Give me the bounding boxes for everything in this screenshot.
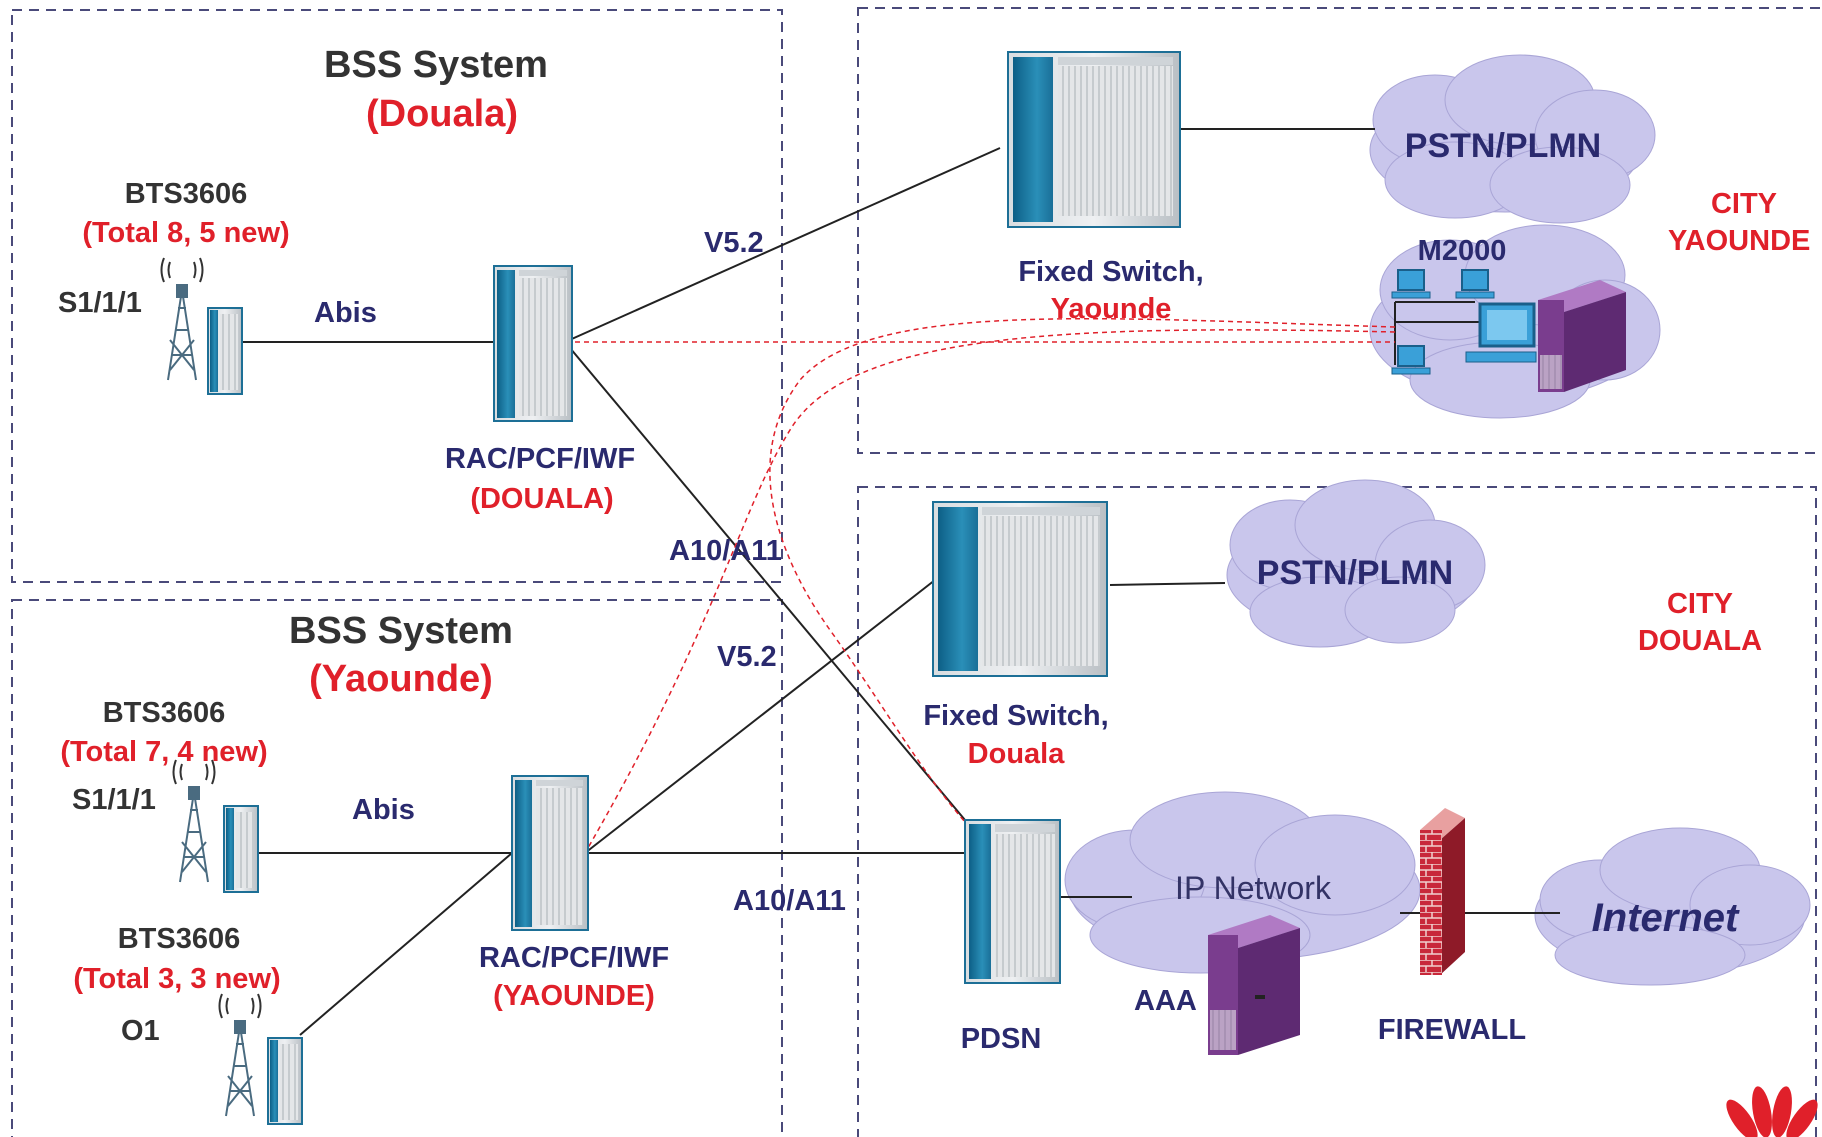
aaa-label: AAA xyxy=(1134,985,1197,1017)
workstation-icon xyxy=(1391,269,1431,299)
fixed-switch-yaounde-city: Yaounde xyxy=(1050,293,1172,325)
internet-label: Internet xyxy=(1591,896,1739,940)
rac-yaounde-city: (YAOUNDE) xyxy=(493,980,655,1012)
fixed-switch-yaounde-name: Fixed Switch, xyxy=(1018,256,1204,288)
fixed-switch-douala-name: Fixed Switch, xyxy=(923,700,1109,732)
m2000-label: M2000 xyxy=(1417,235,1507,267)
pdsn-label: PDSN xyxy=(960,1023,1042,1055)
workstation-icon xyxy=(1465,302,1537,363)
bts-yaounde-1-name: BTS3606 xyxy=(102,697,226,729)
region-city-yaounde xyxy=(857,7,1822,454)
bts-yaounde-1-total: (Total 7, 4 new) xyxy=(60,736,268,768)
antenna-tower-icon xyxy=(160,257,204,381)
rac-douala-name: RAC/PCF/IWF xyxy=(444,443,636,475)
bts-yaounde-2-name: BTS3606 xyxy=(117,923,241,955)
rac-yaounde-name: RAC/PCF/IWF xyxy=(478,942,670,974)
bts-cabinet-yaounde-1 xyxy=(223,805,259,893)
antenna-tower-icon xyxy=(218,993,262,1117)
rac-douala-city: (DOUALA) xyxy=(470,483,614,515)
red-dashed-links xyxy=(494,317,1396,854)
firewall-label: FIREWALL xyxy=(1377,1014,1527,1046)
pdsn-cabinet xyxy=(964,819,1061,984)
bss-yaounde-city: (Yaounde) xyxy=(309,658,493,700)
v52-label-top: V5.2 xyxy=(704,227,764,259)
bts-douala-name: BTS3606 xyxy=(124,178,248,210)
pstn-label-douala: PSTN/PLMN xyxy=(1256,554,1454,592)
logo-icon xyxy=(1726,1086,1818,1137)
abis-label-yaounde: Abis xyxy=(352,794,415,826)
bss-douala-title: BSS System xyxy=(324,44,548,86)
rac-cabinet-douala xyxy=(493,265,573,422)
workstation-icon xyxy=(1455,269,1495,299)
rac-cabinet-yaounde xyxy=(511,775,589,931)
city-douala-label-2: DOUALA xyxy=(1637,625,1763,657)
cloud-internet xyxy=(1534,827,1811,986)
bts-yaounde-2-total: (Total 3, 3 new) xyxy=(73,963,281,995)
bts-douala-total: (Total 8, 5 new) xyxy=(82,217,290,249)
city-yaounde-label-2: YAOUNDE xyxy=(1668,225,1811,257)
bss-yaounde-title: BSS System xyxy=(289,610,513,652)
region-bss-douala xyxy=(11,9,783,583)
cloud-ip-network xyxy=(1064,791,1421,974)
bts-cabinet-douala xyxy=(207,307,243,395)
a10-label-top: A10/A11 xyxy=(669,535,782,567)
bts-yaounde-2-config: O1 xyxy=(121,1015,160,1047)
city-douala-label-1: CITY xyxy=(1666,588,1734,620)
firewall-icon xyxy=(1420,808,1465,975)
cloud-pstn-yaounde xyxy=(1369,54,1656,224)
pstn-label-yaounde: PSTN/PLMN xyxy=(1404,127,1602,165)
fixed-switch-douala-city: Douala xyxy=(967,738,1065,770)
cloud-pstn-douala xyxy=(1226,479,1486,648)
abis-label-douala: Abis xyxy=(314,297,377,329)
m2000-server-icon xyxy=(1538,280,1626,392)
ip-network-label: IP Network xyxy=(1175,870,1331,906)
solid-links xyxy=(242,128,1560,1036)
fixed-switch-douala xyxy=(932,501,1108,677)
bts-douala-config: S1/1/1 xyxy=(58,287,142,319)
antenna-tower-icon xyxy=(172,759,216,883)
aaa-server-icon xyxy=(1208,915,1300,1055)
v52-label-bottom: V5.2 xyxy=(717,641,777,673)
workstation-icon xyxy=(1391,345,1431,375)
a10-label-bottom: A10/A11 xyxy=(733,885,846,917)
city-yaounde-label-1: CITY xyxy=(1710,188,1778,220)
fixed-switch-yaounde xyxy=(1007,51,1181,228)
bts-cabinet-yaounde-2 xyxy=(267,1037,303,1125)
bss-douala-city: (Douala) xyxy=(366,93,518,135)
bts-yaounde-1-config: S1/1/1 xyxy=(72,784,156,816)
region-bss-yaounde xyxy=(11,599,783,1137)
